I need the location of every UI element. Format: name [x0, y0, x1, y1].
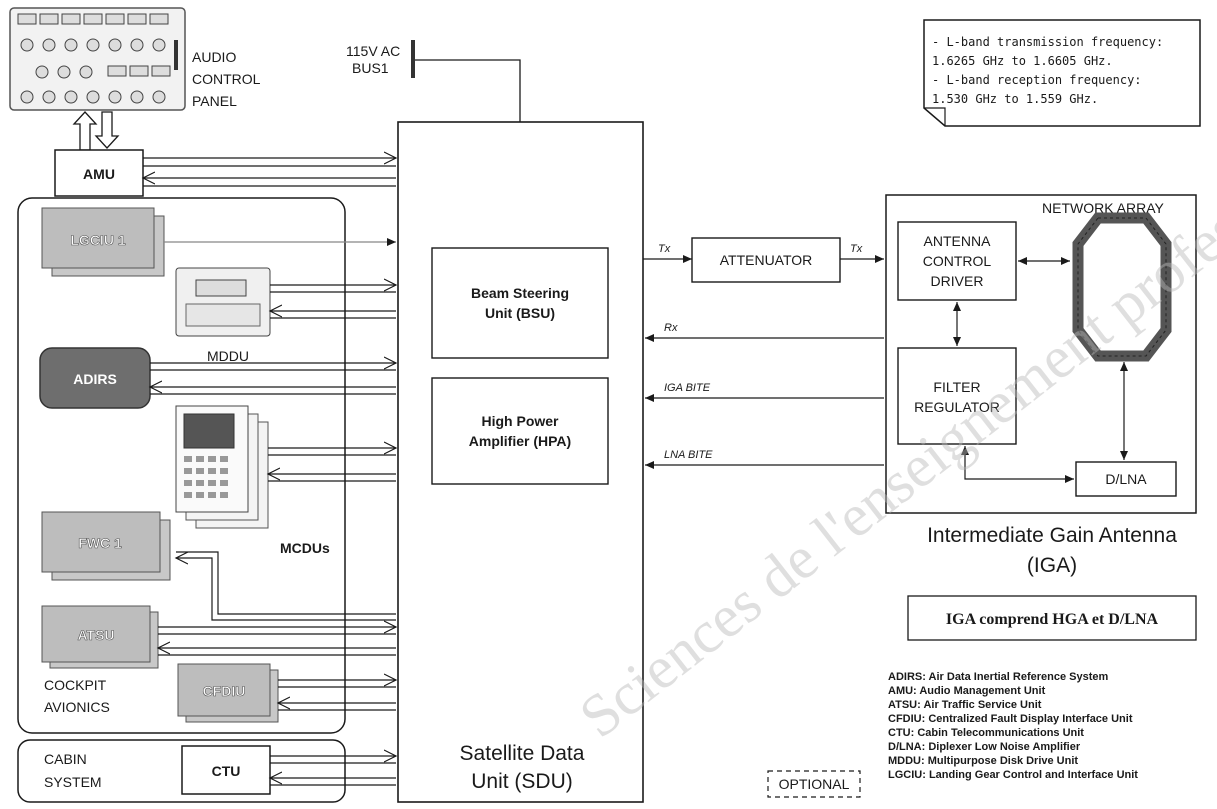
hpa-label-1: High Power — [481, 413, 559, 429]
audio-panel-label-1: AUDIO — [192, 49, 236, 65]
glossary-item: D/LNA: Diplexer Low Noise Amplifier — [888, 741, 1081, 753]
frequency-note: - L-band transmission frequency: 1.6265 … — [924, 20, 1200, 126]
bsu-box — [432, 248, 608, 358]
note-line-4: 1.530 GHz to 1.559 GHz. — [932, 92, 1098, 106]
glossary: ADIRS: Air Data Inertial Reference Syste… — [888, 671, 1138, 781]
audio-panel-label-2: CONTROL — [192, 71, 261, 87]
note-line-2: 1.6265 GHz to 1.6605 GHz. — [932, 54, 1113, 68]
acd-label-2: CONTROL — [923, 253, 992, 269]
glossary-item: CTU: Cabin Telecommunications Unit — [888, 727, 1084, 739]
sdu-title-2: Unit (SDU) — [471, 770, 573, 793]
power-label-1: 115V AC — [346, 43, 400, 59]
cockpit-label-1: COCKPIT — [44, 677, 107, 693]
audio-control-panel: AUDIO CONTROL PANEL — [10, 8, 261, 110]
bsu-label-2: Unit (BSU) — [485, 305, 555, 321]
lna-bite-label: LNA BITE — [664, 449, 713, 461]
atsu-label: ATSU — [77, 627, 114, 643]
cfdiu-label: CFDIU — [203, 683, 246, 699]
ctu-box: CTU — [182, 746, 270, 794]
hpa-box — [432, 378, 608, 484]
note-line-1: - L-band transmission frequency: — [932, 35, 1163, 49]
iga-title-2: (IGA) — [1027, 554, 1077, 577]
acd-label-3: DRIVER — [931, 273, 984, 289]
cabin-label-2: SYSTEM — [44, 774, 102, 790]
amu-label: AMU — [83, 166, 115, 182]
tx-label-2: Tx — [850, 243, 863, 255]
glossary-item: LGCIU: Landing Gear Control and Interfac… — [888, 769, 1138, 781]
mcdus-label: MCDUs — [280, 540, 330, 556]
atsu-box: ATSU — [42, 606, 158, 668]
panel-amu-arrows — [74, 112, 118, 150]
attenuator-box: ATTENUATOR — [692, 238, 840, 282]
tx-label-1: Tx — [658, 243, 671, 255]
glossary-item: ADIRS: Air Data Inertial Reference Syste… — [888, 671, 1108, 683]
disk-slot-icon — [196, 280, 246, 296]
glossary-item: ATSU: Air Traffic Service Unit — [888, 699, 1042, 711]
adirs-label: ADIRS — [73, 371, 117, 387]
iga-bite-label: IGA BITE — [664, 382, 711, 394]
iga-title-1: Intermediate Gain Antenna — [927, 524, 1177, 547]
mddu-label: MDDU — [207, 348, 249, 364]
fwc-label: FWC 1 — [78, 535, 122, 551]
dlna-label: D/LNA — [1105, 471, 1147, 487]
iga-comprend-box: IGA comprend HGA et D/LNA — [908, 596, 1196, 640]
note-line-3: - L-band reception frequency: — [932, 73, 1142, 87]
glossary-item: MDDU: Multipurpose Disk Drive Unit — [888, 755, 1078, 767]
cabin-label-1: CABIN — [44, 751, 87, 767]
bsu-label-1: Beam Steering — [471, 285, 569, 301]
acd-label-1: ANTENNA — [924, 233, 992, 249]
rx-label: Rx — [664, 322, 678, 334]
iga-comprend-label: IGA comprend HGA et D/LNA — [946, 611, 1159, 628]
ctu-label: CTU — [212, 763, 241, 779]
optional-label: OPTIONAL — [779, 776, 850, 792]
cfdiu-box: CFDIU — [178, 664, 278, 722]
power-label-2: BUS1 — [352, 60, 389, 76]
fwc-box: FWC 1 — [42, 512, 170, 580]
glossary-item: CFDIU: Centralized Fault Display Interfa… — [888, 713, 1133, 725]
glossary-item: AMU: Audio Management Unit — [888, 685, 1046, 697]
amu-box: AMU — [55, 150, 143, 196]
cockpit-label-2: AVIONICS — [44, 699, 110, 715]
sdu-title-1: Satellite Data — [460, 742, 585, 765]
lgciu-box: LGCIU 1 — [42, 208, 164, 276]
attenuator-label: ATTENUATOR — [720, 252, 813, 268]
optional-legend: OPTIONAL — [768, 771, 860, 797]
audio-panel-label-3: PANEL — [192, 93, 237, 109]
mddu-device: MDDU — [176, 268, 270, 364]
rf-links — [643, 259, 884, 465]
power-bus: 115V AC BUS1 — [346, 40, 520, 122]
hpa-label-2: Amplifier (HPA) — [469, 433, 571, 449]
mcdu-screen-icon — [184, 414, 234, 448]
adirs-box: ADIRS — [40, 348, 150, 408]
lgciu-label: LGCIU 1 — [70, 232, 125, 248]
